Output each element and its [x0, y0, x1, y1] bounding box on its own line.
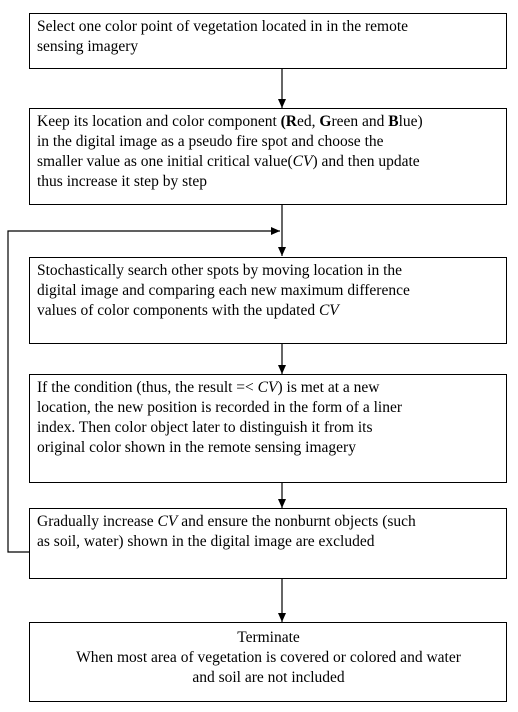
- step-text-line: Stochastically search other spots by mov…: [37, 261, 500, 281]
- step-text-line: digital image and comparing each new max…: [37, 281, 500, 301]
- step-text-run: ) and then update: [312, 153, 420, 170]
- step-text-line: smaller value as one initial critical va…: [37, 152, 500, 172]
- step-text-run: CV: [292, 153, 313, 170]
- step-text-run: G: [319, 113, 332, 130]
- step-text-line: and soil are not included: [37, 668, 500, 688]
- step-text-run: and soil are not included: [192, 669, 345, 686]
- step-text-line: thus increase it step by step: [37, 172, 500, 192]
- step-stochastic-search: Stochastically search other spots by mov…: [29, 257, 507, 344]
- step-text-run: ed,: [297, 113, 320, 130]
- step-text-run: lue): [398, 113, 423, 130]
- step-text-run: location, the new position is recorded i…: [37, 399, 403, 416]
- step-select-vegetation-point: Select one color point of vegetation loc…: [29, 13, 507, 69]
- step-text-line: When most area of vegetation is covered …: [37, 648, 500, 668]
- step-text-line: index. Then color object later to distin…: [37, 418, 500, 438]
- step-text-run: Gradually increase: [37, 513, 158, 530]
- step-text-line: Gradually increase CV and ensure the non…: [37, 512, 500, 532]
- step-text-run: Keep its location and color component: [37, 113, 281, 130]
- step-text-run: reen and: [331, 113, 389, 130]
- step-text-run: If the condition (thus, the result =<: [37, 379, 258, 396]
- step-text-run: Select one color point of vegetation loc…: [37, 18, 409, 35]
- step-text-line: original color shown in the remote sensi…: [37, 438, 500, 458]
- step-text-run: thus increase it step by step: [37, 173, 208, 190]
- step-text-line: Terminate: [37, 628, 500, 648]
- step-text-run: ) is met at a new: [277, 379, 380, 396]
- step-text-line: location, the new position is recorded i…: [37, 398, 500, 418]
- step-text-run: Stochastically search other spots by mov…: [37, 262, 403, 279]
- step-text-line: in the digital image as a pseudo fire sp…: [37, 132, 500, 152]
- step-text-run: When most area of vegetation is covered …: [76, 649, 461, 666]
- step-text-run: original color shown in the remote sensi…: [37, 439, 356, 456]
- step-text-run: and ensure the nonburnt objects (such: [177, 513, 416, 530]
- step-text-line: as soil, water) shown in the digital ima…: [37, 532, 500, 552]
- step-text-line: values of color components with the upda…: [37, 301, 500, 321]
- step-text-run: as soil, water) shown in the digital ima…: [37, 533, 375, 550]
- step-text-line: sensing imagery: [37, 37, 500, 57]
- step-text-run: smaller value as one initial critical va…: [37, 153, 293, 170]
- step-text-run: B: [388, 113, 399, 130]
- step-text-line: Select one color point of vegetation loc…: [37, 17, 500, 37]
- step-text-run: digital image and comparing each new max…: [37, 282, 410, 299]
- step-text-run: CV: [257, 379, 278, 396]
- step-increase-cv: Gradually increase CV and ensure the non…: [29, 508, 507, 579]
- feedback-loop-line: [7, 227, 280, 553]
- step-text-run: values of color components with the upda…: [37, 302, 319, 319]
- step-text-run: index. Then color object later to distin…: [37, 419, 373, 436]
- step-text-run: sensing imagery: [37, 38, 139, 55]
- step-keep-location-and-color: Keep its location and color component (R…: [29, 108, 507, 205]
- step-text-run: CV: [318, 302, 339, 319]
- step-condition-check: If the condition (thus, the result =< CV…: [29, 374, 507, 483]
- step-text-run: (R: [280, 113, 297, 130]
- step-text-run: in the digital image as a pseudo fire sp…: [37, 133, 384, 150]
- step-text-line: If the condition (thus, the result =< CV…: [37, 378, 500, 398]
- step-text-run: Terminate: [237, 629, 300, 646]
- step-text-line: Keep its location and color component (R…: [37, 112, 500, 132]
- step-text-run: CV: [157, 513, 178, 530]
